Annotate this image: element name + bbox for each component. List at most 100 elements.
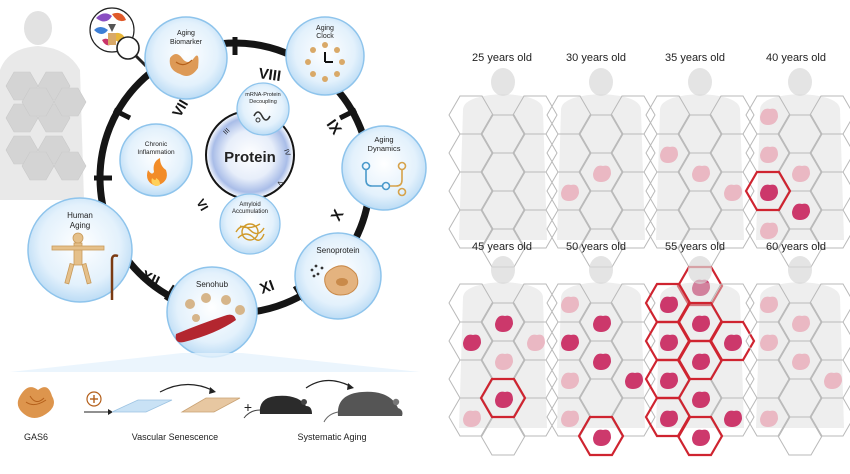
organ-icon	[760, 146, 778, 163]
svg-text:Senoprotein: Senoprotein	[316, 246, 359, 255]
organ-icon	[561, 184, 579, 201]
bubble-mrna-protein-decoupling: mRNA-Protein Decoupling	[236, 82, 290, 136]
vascular-senescence-label: Vascular Senescence	[132, 432, 218, 442]
bubble-aging-clock: Aging Clock	[285, 16, 365, 96]
bubble-aging-dynamics: Aging Dynamics	[341, 125, 427, 211]
organ-icon	[593, 353, 611, 370]
roman-7: VII	[169, 97, 191, 120]
organ-icon	[561, 334, 579, 351]
highlighted-hex-cell	[479, 377, 527, 419]
organ-icon	[561, 410, 579, 427]
organ-icon	[692, 165, 710, 182]
svg-text:Inflammation: Inflammation	[137, 149, 175, 156]
svg-text:Aging: Aging	[70, 221, 90, 230]
hex-grid-2	[546, 68, 656, 268]
hex-grid-3	[645, 68, 755, 307]
organ-icon	[660, 410, 678, 427]
bubble-human-aging: Human Aging	[27, 197, 133, 303]
organ-icon	[692, 391, 710, 408]
roman-4: IV	[282, 148, 291, 157]
organ-icon	[760, 108, 778, 125]
age-label-45: 45 years old	[472, 241, 532, 253]
hex-grid-7	[644, 256, 756, 457]
organ-icon	[760, 296, 778, 313]
svg-text:Decoupling: Decoupling	[249, 99, 277, 105]
human-body-silhouette	[0, 11, 87, 200]
organ-icon	[561, 372, 579, 389]
age-label-35: 35 years old	[665, 52, 725, 64]
roman-3: III	[222, 127, 231, 136]
roman-12: XII	[138, 267, 162, 290]
organ-icon	[660, 296, 678, 313]
gas6-pathway	[17, 379, 403, 423]
age-label-50: 50 years old	[566, 241, 626, 253]
age-label-55: 55 years old	[665, 241, 725, 253]
svg-text:Clock: Clock	[316, 33, 334, 40]
svg-text:Aging: Aging	[177, 30, 195, 37]
head-silhouette	[788, 256, 812, 284]
young-mouse-icon	[259, 395, 312, 414]
organ-icon	[593, 429, 611, 446]
head-silhouette	[589, 256, 613, 284]
svg-text:Aging: Aging	[316, 25, 334, 32]
organ-icon	[760, 334, 778, 351]
organ-icon	[660, 146, 678, 163]
organ-icon	[527, 334, 545, 351]
organ-icon	[792, 203, 810, 220]
head-silhouette	[589, 68, 613, 96]
organ-icon	[593, 315, 611, 332]
organ-icon	[692, 429, 710, 446]
head-silhouette	[788, 68, 812, 96]
highlighted-hex-cell	[676, 415, 724, 457]
organ-icon	[692, 279, 710, 296]
svg-text:Accumulation: Accumulation	[232, 209, 268, 215]
bubble-senohub: Senohub	[166, 266, 258, 358]
bubble-aging-biomarker: Aging Biomarker	[144, 16, 228, 100]
highlighted-hex-cell	[744, 170, 792, 212]
organ-icon	[760, 184, 778, 201]
head-silhouette	[491, 256, 515, 284]
organ-icon	[660, 334, 678, 351]
age-label-40: 40 years old	[766, 52, 826, 64]
roman-10: X	[328, 207, 348, 224]
body-silhouette	[459, 94, 547, 240]
organ-icon	[660, 372, 678, 389]
proteome-magnifier-icon	[89, 7, 148, 68]
highlighted-hex-cell	[708, 320, 756, 362]
svg-text:mRNA-Protein: mRNA-Protein	[245, 92, 280, 98]
curved-arrow-icon	[159, 383, 213, 393]
hex-grid-6	[546, 256, 656, 457]
organ-icon	[724, 410, 742, 427]
svg-text:Amyloid: Amyloid	[239, 202, 260, 208]
roman-8: VIII	[257, 65, 282, 85]
age-label-25: 25 years old	[472, 52, 532, 64]
age-label-30: 30 years old	[566, 52, 626, 64]
curved-arrow-icon-2	[305, 379, 351, 389]
roman-6: VI	[193, 197, 211, 214]
organ-icon	[792, 353, 810, 370]
roman-5: V	[275, 179, 284, 187]
svg-text:Human: Human	[67, 211, 93, 220]
gas6-label: GAS6	[24, 432, 48, 442]
organ-icon	[625, 372, 643, 389]
hex-grid-5	[448, 256, 558, 456]
hex-cell	[512, 209, 558, 249]
svg-text:Biomarker: Biomarker	[170, 39, 203, 46]
systematic-aging-label: Systematic Aging	[297, 432, 366, 442]
svg-text:Chronic: Chronic	[145, 141, 168, 148]
organ-icon	[692, 353, 710, 370]
organ-icon	[593, 165, 611, 182]
organ-icon	[495, 353, 513, 370]
head-silhouette	[688, 256, 712, 284]
organ-icon	[792, 315, 810, 332]
hex-grid-4	[744, 68, 850, 268]
organ-icon	[463, 410, 481, 427]
svg-text:Aging: Aging	[374, 135, 393, 144]
hex-cell	[809, 209, 850, 249]
organ-icon	[792, 165, 810, 182]
bubble-chronic-inflammation: Chronic Inflammation	[119, 123, 193, 197]
gas6-protein-icon	[17, 387, 54, 418]
organ-icon	[824, 372, 842, 389]
endothelial-cells	[111, 399, 173, 413]
